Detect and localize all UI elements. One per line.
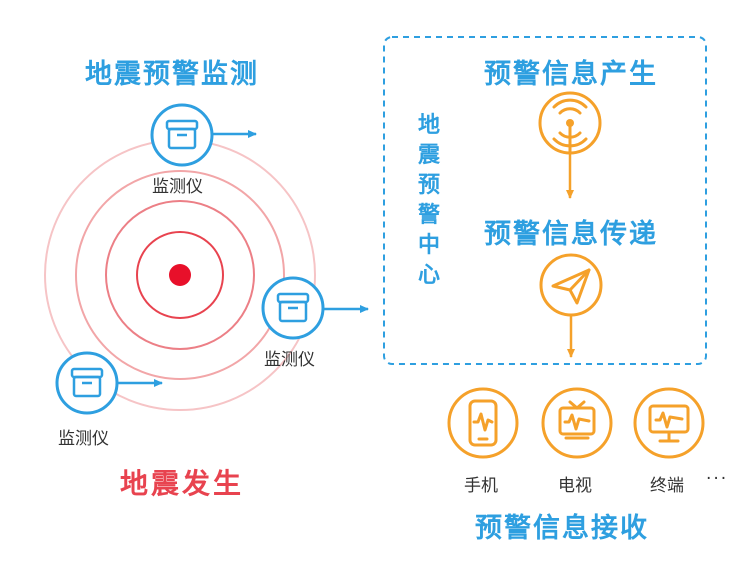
box-icon — [165, 119, 199, 150]
phone-label: 手机 — [464, 476, 498, 496]
monitor-3-label: 监测仪 — [58, 429, 109, 449]
box-icon — [70, 367, 104, 398]
generation-title: 预警信息产生 — [484, 59, 658, 90]
monitor-1 — [150, 103, 257, 167]
monitor-2 — [261, 276, 369, 340]
paper-plane-icon — [539, 253, 603, 317]
phone-icon — [447, 387, 519, 459]
box-icon — [276, 292, 310, 323]
more-ellipsis: ··· — [706, 469, 729, 489]
reception-title: 预警信息接收 — [475, 513, 649, 544]
monitor-1-label: 监测仪 — [152, 177, 203, 197]
monitor-icon — [633, 387, 705, 459]
warning-center-label: 地震预警中心 — [417, 113, 440, 288]
tv-icon — [541, 387, 613, 459]
antenna-icon — [538, 91, 602, 155]
monitoring-title: 地震预警监测 — [85, 59, 259, 90]
epicenter-dot — [169, 264, 191, 286]
monitor-2-label: 监测仪 — [264, 350, 315, 370]
tv-label: 电视 — [558, 476, 592, 496]
transmission-title: 预警信息传递 — [484, 219, 658, 250]
earthquake-title: 地震发生 — [120, 467, 245, 500]
monitor-3 — [55, 351, 163, 415]
warning-center-box — [383, 36, 707, 365]
terminal-label: 终端 — [650, 476, 684, 496]
